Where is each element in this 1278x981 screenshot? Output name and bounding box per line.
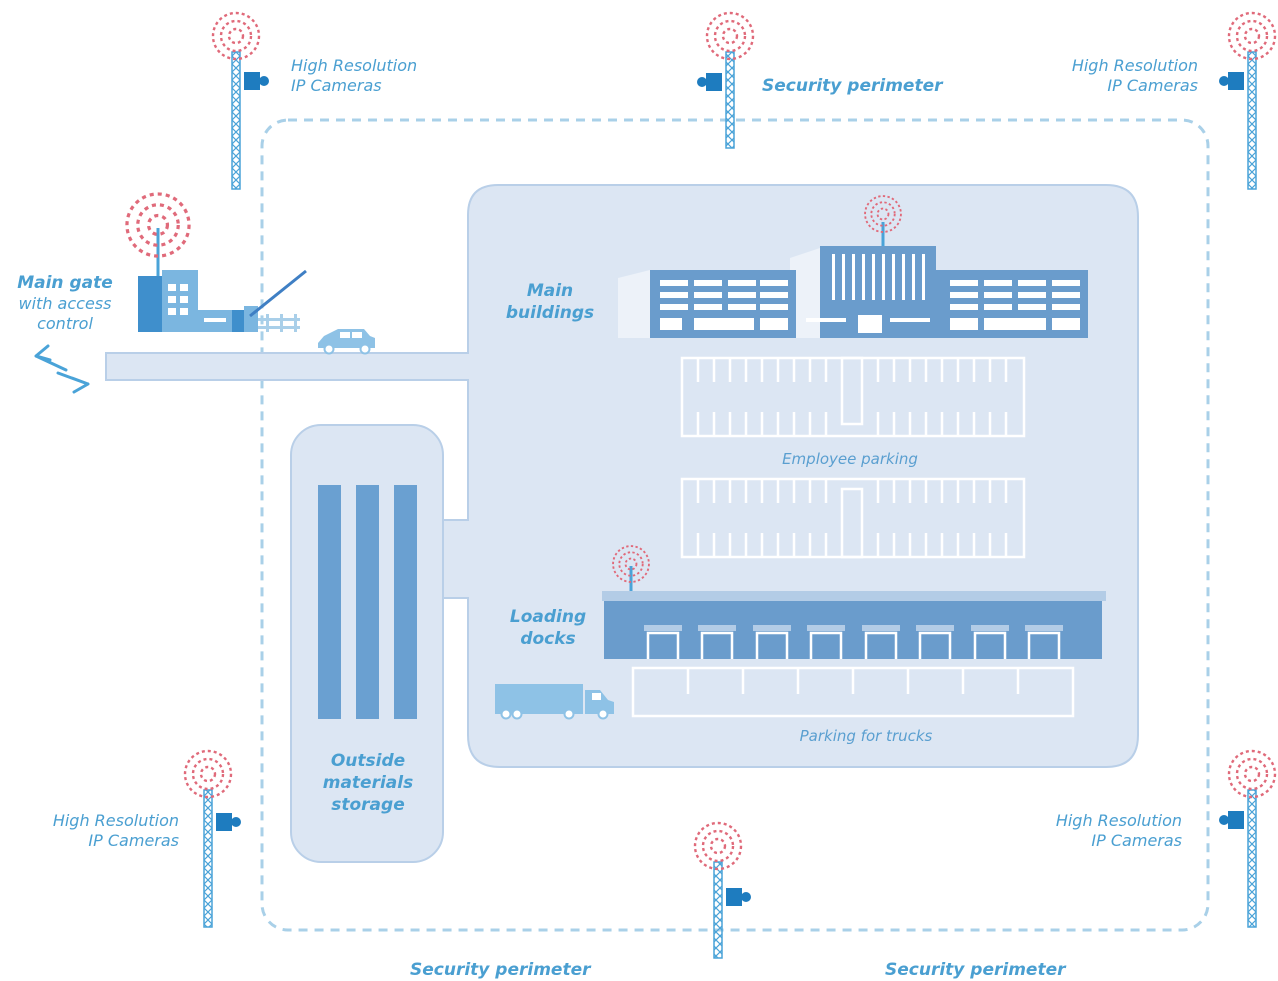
truck-parking-label: Parking for trucks: [799, 727, 933, 745]
label-line: Loading: [509, 607, 587, 627]
ip-camera-icon: [697, 73, 722, 91]
camera-label-line: High Resolution: [291, 56, 418, 75]
perimeter-label-bottom-right: Security perimeter: [885, 960, 1066, 980]
label-line: Outside: [330, 751, 406, 771]
ip-camera-icon: [726, 888, 751, 906]
label-line: storage: [331, 795, 405, 815]
camera-tower-bottom-center: [693, 821, 751, 959]
outside-materials-storage: [290, 424, 444, 863]
main-gate-subtitle-line: with access: [18, 294, 112, 313]
label-line: Main: [526, 281, 574, 301]
camera-label-line: IP Cameras: [88, 831, 179, 850]
main-gate-title: Main gate: [17, 273, 113, 293]
security-perimeter-line: [260, 118, 1210, 932]
ip-camera-icon: [1219, 72, 1244, 90]
camera-label-line: High Resolution: [52, 811, 179, 830]
camera-label-line: IP Cameras: [1107, 76, 1198, 95]
main-gate-building: [138, 228, 307, 332]
perimeter-label-bottom-left: Security perimeter: [410, 960, 591, 980]
label-line: materials: [322, 773, 414, 793]
camera-label-top-right: High Resolution IP Cameras: [1018, 56, 1198, 96]
camera-label-line: IP Cameras: [1091, 831, 1182, 850]
camera-label-line: High Resolution: [1055, 811, 1182, 830]
loading-docks-building: [602, 566, 1106, 659]
camera-label-bottom-right: High Resolution IP Cameras: [1002, 811, 1182, 851]
storage-label: Outside materials storage: [297, 750, 439, 816]
employee-parking-label: Employee parking: [782, 450, 918, 468]
camera-label-line: IP Cameras: [291, 76, 382, 95]
camera-label-line: High Resolution: [1071, 56, 1198, 75]
main-gate-label: Main gate with access control: [0, 272, 130, 334]
camera-label-bottom-left: High Resolution IP Cameras: [0, 811, 179, 851]
main-buildings-label: Main buildings: [490, 280, 610, 324]
camera-tower-bottom-left: [183, 749, 241, 928]
truck-icon: [495, 684, 614, 720]
camera-tower-top-right: [1219, 11, 1277, 190]
car-icon: [318, 329, 375, 355]
ip-camera-icon: [244, 72, 269, 90]
main-buildings-windows: [660, 254, 1080, 333]
ip-camera-icon: [1219, 811, 1244, 829]
label-line: docks: [520, 629, 576, 649]
gate-arrows-icon: [34, 344, 90, 394]
truck-parking-lot: [631, 666, 1075, 718]
loading-docks-label: Loading docks: [488, 606, 608, 650]
camera-label-top-left: High Resolution IP Cameras: [291, 56, 417, 96]
camera-tower-top-left: [211, 11, 269, 190]
perimeter-label-top: Security perimeter: [762, 76, 943, 96]
employee-parking-lot: [680, 356, 1026, 559]
camera-tower-top-center: [697, 11, 755, 149]
camera-tower-bottom-right: [1219, 749, 1277, 928]
label-line: buildings: [505, 303, 595, 323]
main-gate-subtitle-line: control: [37, 314, 93, 333]
ip-camera-icon: [216, 813, 241, 831]
